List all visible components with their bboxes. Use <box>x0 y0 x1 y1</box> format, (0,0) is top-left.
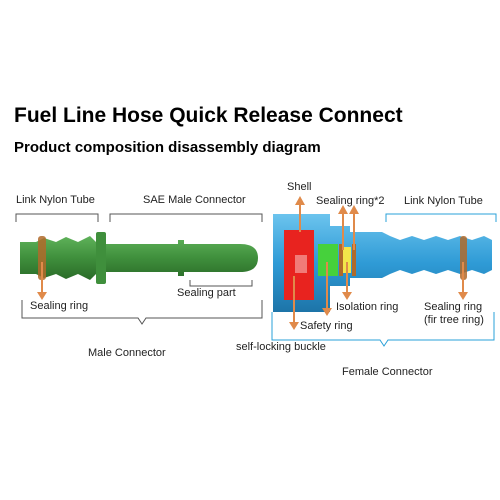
male-sealing-ring <box>38 236 46 280</box>
bracket-sae <box>109 213 263 222</box>
female-connector-label: Female Connector <box>342 366 433 378</box>
male-brackets <box>15 213 263 325</box>
page-title: Fuel Line Hose Quick Release Connect <box>14 104 403 127</box>
fir-tree-ring-label: (fir tree ring) <box>424 314 484 326</box>
page-subtitle: Product composition disassembly diagram <box>14 139 321 156</box>
female-connector-illustration <box>273 214 492 312</box>
female-sealing-ring-b <box>352 244 356 276</box>
female-brackets <box>271 213 497 347</box>
arrowhead-isolation <box>342 292 352 300</box>
male-connector-body <box>20 236 258 280</box>
red-buckle-notch <box>295 255 307 273</box>
arrowhead-fir-ring <box>458 292 468 300</box>
sealing-part-label: Sealing part <box>177 287 236 299</box>
female-link-tube-label: Link Nylon Tube <box>404 195 483 207</box>
shell-label: Shell <box>287 181 312 193</box>
arrowhead-male-sealing-ring <box>37 292 47 300</box>
pointer-arrows <box>37 196 468 330</box>
sealing-ring2-label: Sealing ring*2 <box>316 195 385 207</box>
arrowhead-buckle <box>289 322 299 330</box>
fir-sealing-ring-label: Sealing ring <box>424 301 483 313</box>
isolation-ring-label: Isolation ring <box>336 301 399 313</box>
male-link-tube-label: Link Nylon Tube <box>16 194 95 206</box>
fir-tree-ring <box>460 236 467 280</box>
red-locking-buckle <box>284 230 314 300</box>
female-sealing-ring-a <box>339 244 343 276</box>
bracket-sealing-part <box>189 280 253 287</box>
arrowhead-sealing-ring2-b <box>349 205 359 214</box>
safety-ring-label: Safety ring <box>300 320 353 332</box>
bracket-female-tube <box>385 213 497 222</box>
sae-male-connector-label: SAE Male Connector <box>143 194 246 206</box>
bracket-female-connector <box>271 312 495 347</box>
bracket-male-tube <box>15 213 99 222</box>
self-locking-buckle-label: self-locking buckle <box>236 341 326 353</box>
male-connector-illustration <box>20 232 258 284</box>
bracket-male-connector <box>21 300 263 325</box>
arrowhead-sealing-ring2-a <box>338 205 348 214</box>
arrowhead-shell <box>295 196 305 205</box>
green-safety-ring <box>318 244 338 276</box>
male-sealing-ring-label: Sealing ring <box>30 300 89 312</box>
arrowhead-safety <box>322 308 332 316</box>
yellow-isolation-ring <box>343 247 351 273</box>
male-connector-label: Male Connector <box>88 347 166 359</box>
male-collar <box>96 232 106 284</box>
